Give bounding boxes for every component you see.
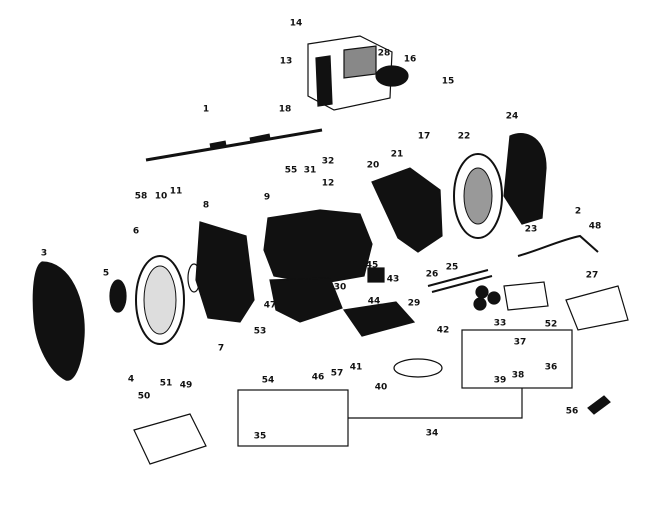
callout-label: 1 [202,104,210,115]
toggle-switch [367,267,385,283]
callout-label: 51 [159,378,173,389]
callout-label: 21 [390,149,404,160]
callout-label: 41 [349,362,363,373]
wrench [587,395,611,415]
callout-label: 20 [366,160,380,171]
callout-label: 29 [407,298,421,309]
callout-label: 52 [544,319,558,330]
callout-label: 3 [40,248,48,259]
right-outer-wheel-guard [503,132,547,225]
callout-label: 23 [524,224,538,235]
left-outer-wheel-guard [32,261,85,381]
callout-label: 26 [425,269,439,280]
callout-label: 24 [505,111,519,122]
switch-knob [375,65,409,87]
base-casting [269,277,343,323]
callout-label: 37 [513,337,527,348]
callout-label: 46 [311,372,325,383]
armature-shaft [145,128,323,162]
callout-label: 45 [365,260,379,271]
right-inner-wheel-guard [371,167,443,253]
callout-label: 9 [263,192,271,203]
callout-label: 54 [261,375,275,386]
left-flange [109,279,127,313]
callout-label: 56 [565,406,579,417]
callout-label: 43 [386,274,400,285]
callout-label: 15 [441,76,455,87]
callout-label: 30 [333,282,347,293]
callout-label: 8 [202,200,210,211]
callout-label: 31 [303,165,317,176]
callout-label: 6 [132,226,140,237]
callout-label: 49 [179,380,193,391]
callout-label: 4 [127,374,135,385]
callout-label: 22 [457,131,471,142]
callout-label: 44 [367,296,381,307]
motor-housing [263,209,373,285]
callout-label: 42 [436,325,450,336]
callout-label: 39 [493,375,507,386]
callout-label: 53 [253,326,267,337]
callout-label: 16 [403,54,417,65]
callout-label: 34 [425,428,439,439]
callout-label: 2 [574,206,582,217]
callout-label: 50 [137,391,151,402]
left-inner-wheel-guard [195,221,255,323]
label-plate [503,281,549,311]
callout-label: 38 [511,370,525,381]
callout-label: 35 [253,431,267,442]
callout-label: 14 [289,18,303,29]
power-cord [517,234,599,257]
eye-shield [565,285,629,331]
callout-label: 7 [217,343,225,354]
callout-label: 18 [278,104,292,115]
kit-connector [348,388,523,419]
callout-label: 58 [134,191,148,202]
capacitor [393,358,443,378]
callout-label: 33 [493,318,507,329]
callout-label: 25 [445,262,459,273]
callout-label: 47 [263,300,277,311]
callout-label: 27 [585,270,599,281]
tool-rest [133,413,207,465]
callout-label: 11 [169,186,183,197]
callout-label: 28 [377,48,391,59]
callout-label: 55 [284,165,298,176]
callout-label: 12 [321,178,335,189]
callout-label: 13 [279,56,293,67]
base-plate [342,301,416,337]
callout-label: 40 [374,382,388,393]
callout-label: 57 [330,368,344,379]
callout-label: 36 [544,362,558,373]
callout-label: 48 [588,221,602,232]
callout-label: 5 [102,268,110,279]
callout-label: 32 [321,156,335,167]
callout-label: 10 [154,191,168,202]
callout-label: 17 [417,131,431,142]
mounting-rods [427,269,493,293]
spark-deflector-kit-box [461,329,573,389]
